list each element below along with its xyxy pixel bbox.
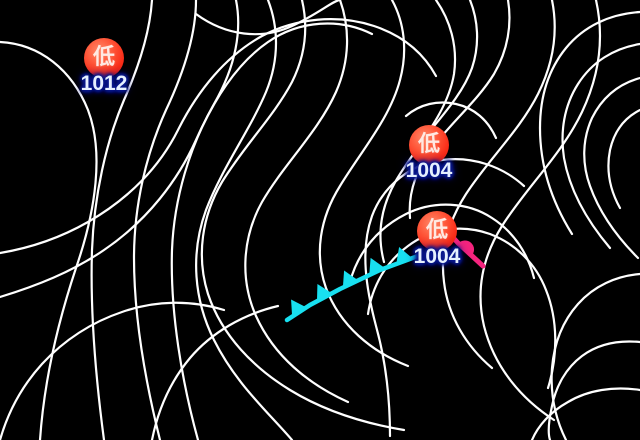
isobar-contour — [547, 340, 640, 440]
isobar-contour — [561, 42, 640, 250]
isobar-contour — [583, 76, 640, 260]
isobar-contour — [348, 203, 536, 284]
isobar-contour — [0, 22, 374, 299]
low-pressure-disc-icon: 低 — [409, 125, 449, 165]
isobar-contour — [416, 0, 479, 148]
isobar-contour — [318, 0, 410, 368]
isobar-contour — [530, 387, 640, 440]
warm-front-semicircle — [458, 240, 475, 256]
low-pressure-value-label: 1004 — [413, 245, 461, 268]
isobar-contour — [0, 18, 438, 255]
low-pressure-disc-icon: 低 — [84, 38, 124, 78]
cold-front-barb — [369, 257, 385, 276]
cold-front-barb — [396, 246, 413, 264]
cold-front — [284, 246, 421, 323]
low-pressure-value-label: 1012 — [80, 72, 128, 95]
isobar-contour — [244, 0, 350, 404]
isobar-contour — [195, 0, 294, 440]
isobar-contour — [194, 0, 342, 36]
low-pressure-disc-icon: 低 — [417, 211, 457, 251]
low-pressure-glyph: 低 — [417, 132, 440, 157]
isobar-contour — [538, 10, 640, 236]
low-pressure-glyph: 低 — [425, 218, 448, 243]
isobar-contour — [150, 304, 280, 440]
low-pressure-glyph: 低 — [92, 45, 115, 70]
cold-front-barb — [291, 299, 307, 317]
isobar-contour — [607, 108, 640, 210]
cold-front-line — [284, 253, 421, 323]
isobar-contour — [441, 0, 556, 370]
isobar-contour — [90, 0, 154, 440]
isobar-contour — [0, 301, 226, 440]
isobar-contour — [0, 40, 98, 440]
isobar-contour — [132, 0, 198, 440]
isobar-contour — [479, 0, 601, 422]
low-pressure-value-label: 1004 — [405, 159, 453, 182]
isobar-contour — [404, 101, 498, 140]
cold-front-barb — [342, 270, 359, 288]
isobar-contour — [550, 272, 640, 440]
cold-front-barb — [316, 284, 332, 302]
isobar-contour — [200, 0, 406, 432]
isobar-contour — [408, 0, 511, 220]
isobar-contour — [366, 227, 557, 390]
isobar-contour — [364, 158, 526, 438]
